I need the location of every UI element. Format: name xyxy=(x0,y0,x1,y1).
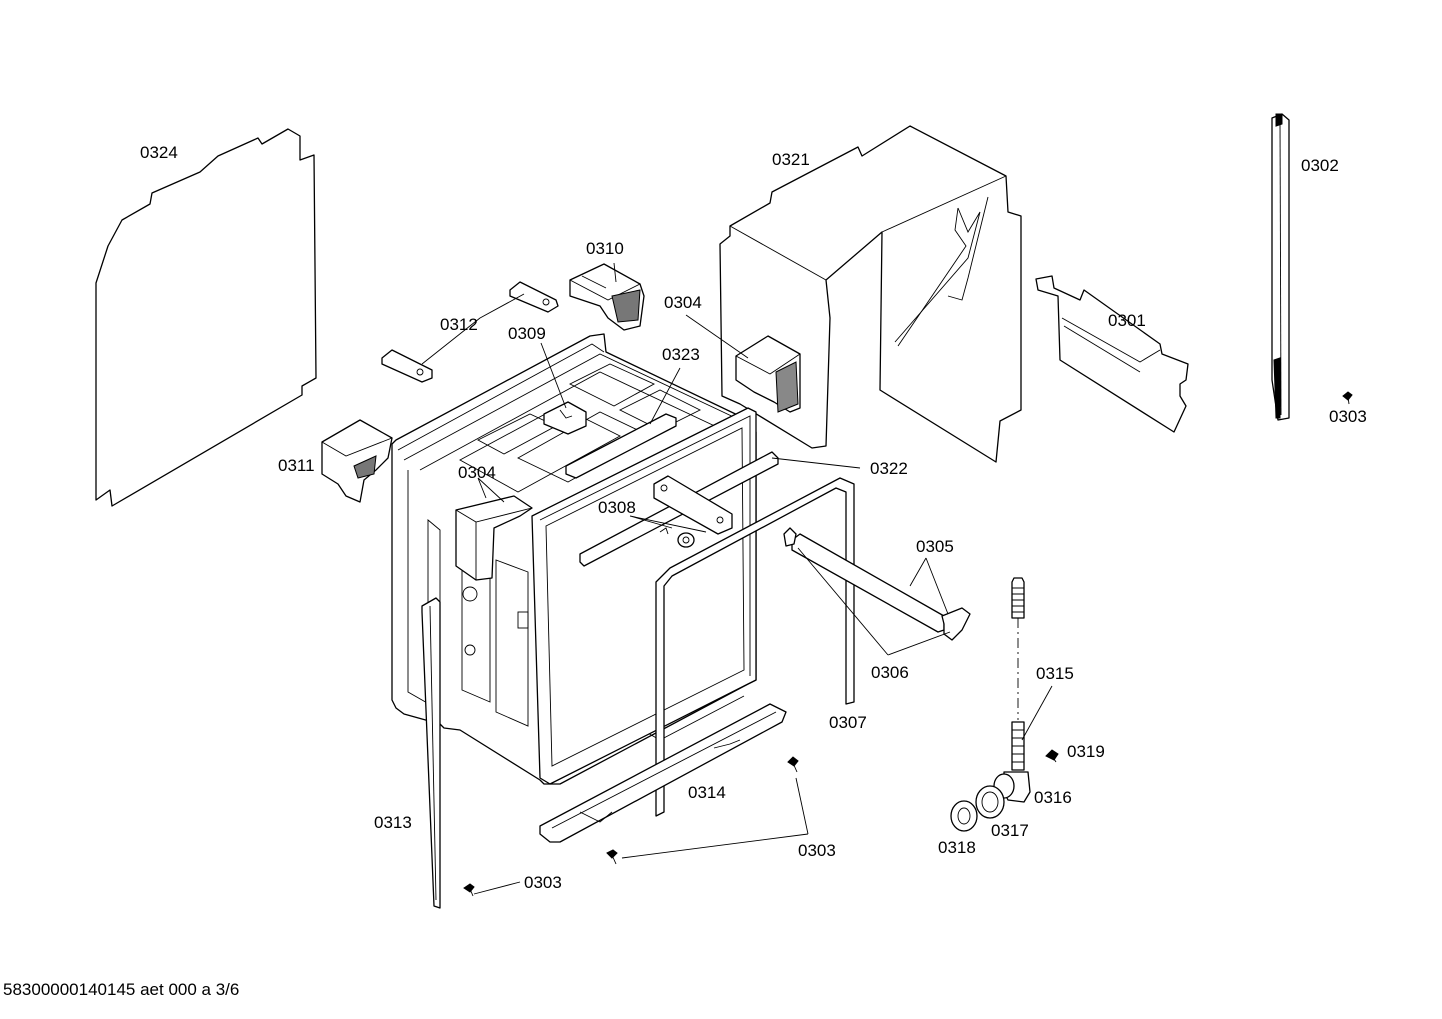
label-0302: 0302 xyxy=(1301,156,1339,175)
screw-0303-bottom-mid xyxy=(606,849,618,865)
part-0312-plate-lower xyxy=(381,349,433,383)
label-0319: 0319 xyxy=(1067,742,1105,761)
part-0310-connector xyxy=(569,263,645,331)
label-0303-right: 0303 xyxy=(1329,407,1367,426)
part-0316-pump-connector xyxy=(993,771,1031,803)
label-0310: 0310 xyxy=(586,239,624,258)
label-0304-tub: 0304 xyxy=(458,463,496,482)
part-0317-ring xyxy=(975,785,1005,819)
part-0304-clip-tub xyxy=(455,495,533,581)
part-0302-side-strip xyxy=(1271,113,1290,421)
part-0319-screw xyxy=(1045,749,1059,763)
label-0313: 0313 xyxy=(374,813,412,832)
part-0321-insulation-shell xyxy=(719,125,1022,463)
part-0315-drain-hose-bottom xyxy=(1011,721,1025,771)
part-0314-bottom-trim xyxy=(539,703,787,843)
label-0314: 0314 xyxy=(688,783,726,802)
screw-0303-bottom-right xyxy=(787,756,799,773)
part-0311-connector xyxy=(321,419,393,503)
screw-0303-bottom-left xyxy=(463,883,475,897)
label-0322: 0322 xyxy=(870,459,908,478)
label-0306: 0306 xyxy=(871,663,909,682)
leader-lines xyxy=(421,262,1053,895)
part-0304-clip-shell xyxy=(735,335,801,413)
part-0309-clip xyxy=(543,401,587,435)
label-0301: 0301 xyxy=(1108,311,1146,330)
label-0323: 0323 xyxy=(662,345,700,364)
label-0312: 0312 xyxy=(440,315,478,334)
drawing-reference-footer: 58300000140145 aet 000 a 3/6 xyxy=(3,980,240,999)
part-0305-hinge-rod xyxy=(783,527,971,641)
part-0301-rear-strip xyxy=(1035,275,1189,433)
label-0308: 0308 xyxy=(598,498,636,517)
label-0318: 0318 xyxy=(938,838,976,857)
screw-0303-right xyxy=(1342,391,1353,405)
part-0312-plate-upper xyxy=(509,281,559,313)
label-0315: 0315 xyxy=(1036,664,1074,683)
label-0321: 0321 xyxy=(772,150,810,169)
part-labels: 0324 0321 0302 0310 0304 0301 0312 0309 … xyxy=(140,143,1367,892)
label-0317: 0317 xyxy=(991,821,1029,840)
label-0303-mid: 0303 xyxy=(798,841,836,860)
label-0307: 0307 xyxy=(829,713,867,732)
part-0324-side-panel xyxy=(95,128,317,507)
label-0309: 0309 xyxy=(508,324,546,343)
part-0323-top-strip xyxy=(565,413,677,479)
part-0308-bracket xyxy=(653,475,733,548)
part-0318-cap xyxy=(950,800,978,832)
label-0316: 0316 xyxy=(1034,788,1072,807)
label-0305: 0305 xyxy=(916,537,954,556)
part-0315-drain-hose-top xyxy=(1011,577,1025,619)
label-0324: 0324 xyxy=(140,143,178,162)
label-0311: 0311 xyxy=(278,456,315,475)
label-0304-shell: 0304 xyxy=(664,293,702,312)
part-0307-door-seal xyxy=(655,477,855,817)
label-0303-left: 0303 xyxy=(524,873,562,892)
part-0313-trim-strip xyxy=(421,597,441,909)
